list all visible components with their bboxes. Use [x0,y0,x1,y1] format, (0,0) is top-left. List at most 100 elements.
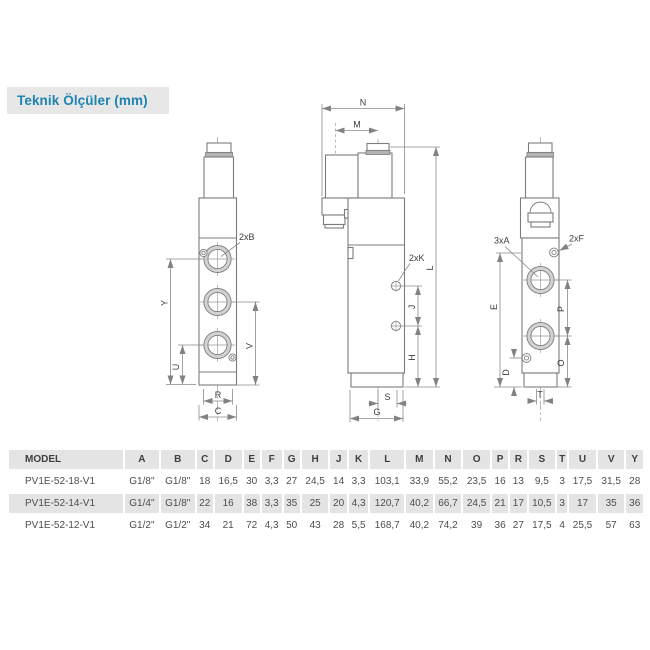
column-header-e: E [243,450,260,469]
value-cell: G1/2" [160,516,195,535]
value-cell: G1/4" [125,494,159,513]
section-title: Teknik Ölçüler (mm) [17,93,148,108]
column-header-s: S [528,450,556,469]
value-cell: 3,3 [261,494,282,513]
dim-label-R: R [215,390,222,400]
value-cell: 4,3 [348,494,369,513]
port-holes-back [523,263,558,353]
value-cell: G1/2" [125,516,159,535]
value-cell: 4,3 [261,516,282,535]
value-cell: 24,5 [301,472,329,491]
value-cell: 17,5 [569,472,596,491]
model-cell: PV1E-52-18-V1 [9,472,123,491]
value-cell: 3 [557,472,568,491]
value-cell: 17,5 [528,516,556,535]
value-cell: 74,2 [434,516,462,535]
dim-label-L: L [425,265,435,270]
port-holes-front [200,242,235,362]
value-cell: 16,5 [214,472,242,491]
dim-label-2xB: 2xB [239,232,255,242]
column-header-l: L [370,450,405,469]
column-header-m: M [406,450,433,469]
column-header-d: D [214,450,242,469]
dim-label-T: T [537,390,543,400]
value-cell: 66,7 [434,494,462,513]
dim-label-D: D [501,369,511,376]
section-title-badge: Teknik Ölçüler (mm) [7,87,169,114]
column-header-h: H [301,450,329,469]
value-cell: 27 [283,472,300,491]
value-cell: 23,5 [463,472,490,491]
value-cell: G1/8" [160,472,195,491]
value-cell: 21 [214,516,242,535]
value-cell: 36 [491,516,509,535]
mounting-holes-side [390,280,402,332]
value-cell: 22 [196,494,213,513]
technical-drawings: 2xB Y U V R C N M [160,98,585,422]
value-cell: 40,2 [406,494,433,513]
column-header-c: C [196,450,213,469]
dim-label-S: S [384,392,390,402]
value-cell: 120,7 [370,494,405,513]
value-cell: 16 [214,494,242,513]
column-header-v: V [597,450,625,469]
dim-label-O: O [556,359,566,366]
value-cell: 14 [330,472,347,491]
dim-label-3xA: 3xA [494,236,510,246]
value-cell: 39 [463,516,490,535]
value-cell: 16 [491,472,509,491]
dim-label-U: U [171,364,181,371]
column-header-k: K [348,450,369,469]
dim-label-M: M [353,120,361,130]
value-cell: 63 [626,516,643,535]
drawing-front-view: 2xB Y U V R C [160,137,260,421]
value-cell: 40,2 [406,516,433,535]
value-cell: 33,9 [406,472,433,491]
value-cell: 35 [597,494,625,513]
value-cell: 3,3 [261,472,282,491]
screw-holes-back [521,247,559,363]
value-cell: 20 [330,494,347,513]
value-cell: 72 [243,516,260,535]
column-header-u: U [569,450,596,469]
value-cell: 25,5 [569,516,596,535]
model-cell: PV1E-52-12-V1 [9,516,123,535]
value-cell: G1/8" [160,494,195,513]
column-header-model: MODEL [9,450,123,469]
column-header-y: Y [626,450,643,469]
value-cell: 25 [301,494,329,513]
column-header-t: T [557,450,568,469]
value-cell: 5,5 [348,516,369,535]
value-cell: 43 [301,516,329,535]
value-cell: 24,5 [463,494,490,513]
dim-label-V: V [245,343,255,349]
dim-label-P: P [556,306,566,312]
column-header-o: O [463,450,490,469]
value-cell: 28 [330,516,347,535]
value-cell: 35 [283,494,300,513]
column-header-a: A [125,450,159,469]
value-cell: 30 [243,472,260,491]
value-cell: 50 [283,516,300,535]
value-cell: 34 [196,516,213,535]
value-cell: 28 [626,472,643,491]
model-cell: PV1E-52-14-V1 [9,494,123,513]
value-cell: 10,5 [528,494,556,513]
value-cell: 18 [196,472,213,491]
column-header-f: F [261,450,282,469]
value-cell: 21 [491,494,509,513]
value-cell: 27 [510,516,527,535]
dim-label-G: G [373,407,380,417]
value-cell: 36 [626,494,643,513]
value-cell: 103,1 [370,472,405,491]
column-header-n: N [434,450,462,469]
dim-label-2xF: 2xF [569,234,585,244]
value-cell: 168,7 [370,516,405,535]
value-cell: 17 [510,494,527,513]
